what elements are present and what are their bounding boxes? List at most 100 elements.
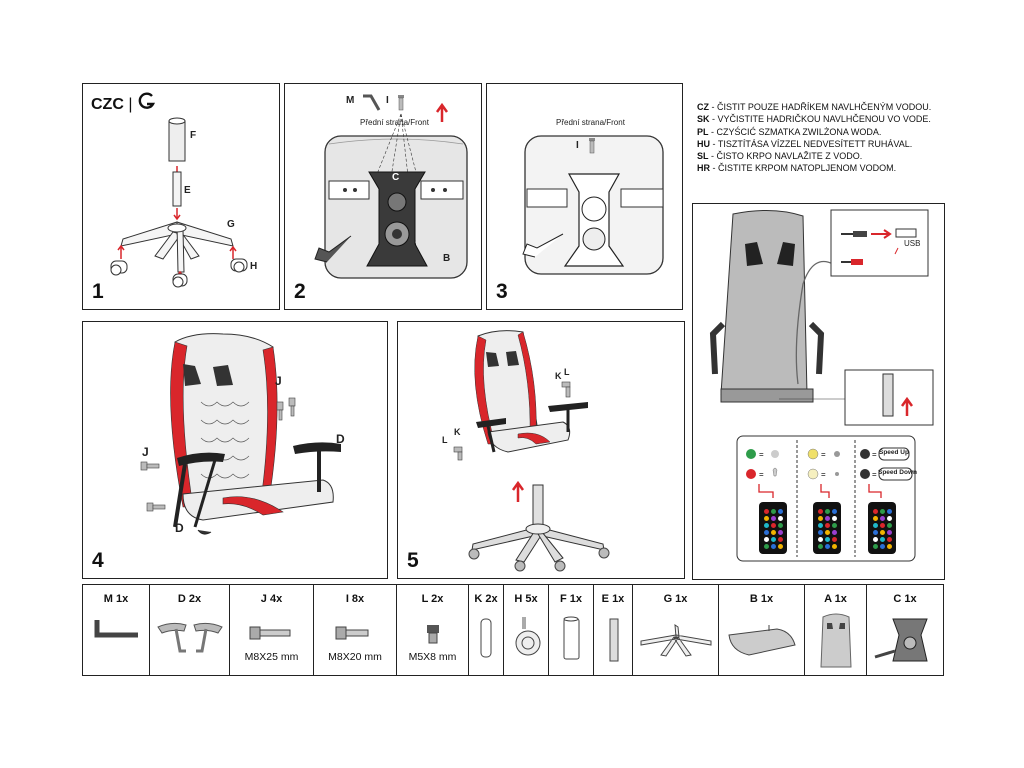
step-number: 2: [294, 280, 306, 303]
care-line: SL - ČISTO KRPO NAVLAŽITE Z VODO.: [697, 151, 863, 162]
remote-button: [887, 537, 892, 542]
remote-button: [887, 544, 892, 549]
remote-button: [818, 537, 823, 542]
remote-button: [832, 516, 837, 521]
remote-button: [832, 509, 837, 514]
remote-button: [887, 523, 892, 528]
part-j: J 4x M8X25 mm: [230, 585, 314, 675]
remote-button: [825, 530, 830, 535]
cover-icon: [480, 618, 492, 658]
label-k: K: [555, 371, 562, 381]
usb-label: USB: [904, 239, 921, 248]
remote-button: [778, 516, 783, 521]
step-4-panel: J J D D 4: [82, 321, 388, 579]
step-number: 1: [92, 280, 104, 303]
remote-button: [880, 544, 885, 549]
remote-button: [880, 537, 885, 542]
remote-button: [764, 523, 769, 528]
step-number: 3: [496, 280, 508, 303]
remote-button: [818, 544, 823, 549]
label-j: J: [275, 374, 282, 388]
label-i: I: [576, 140, 579, 151]
remote-button: [818, 523, 823, 528]
label-j: J: [142, 445, 149, 459]
remote-button: [778, 523, 783, 528]
remote-button: [832, 544, 837, 549]
remote-button: [778, 544, 783, 549]
remote-button: [764, 537, 769, 542]
speed-down-label: Speed Down: [878, 469, 918, 476]
care-line: HU - TISZTÍTÁSA VÍZZEL NEDVESÍTETT RUHÁV…: [697, 138, 913, 149]
step-5-panel: K L L K 5: [397, 321, 685, 579]
label-c: C: [392, 172, 400, 183]
label-d: D: [175, 521, 184, 535]
remote-button: [771, 544, 776, 549]
care-line: HR - ČISTITE KRPOM NATOPLJENOM VODOM.: [697, 163, 897, 174]
remote-button: [825, 516, 830, 521]
cylinder-cover-icon: [563, 616, 580, 660]
parts-list: M 1x D 2x J 4x M8X25 mm I 8x M8X20 mm L …: [82, 584, 944, 676]
armrest-install-drawing: [140, 333, 341, 535]
brand-name: CZC: [91, 96, 124, 113]
remote-button: [818, 509, 823, 514]
svg-text:=: =: [759, 450, 764, 459]
part-h: H 5x: [504, 585, 549, 675]
mechanism-mount-drawing: [314, 94, 468, 279]
remote-button: [825, 523, 830, 528]
remote-button: [873, 530, 878, 535]
remote-button: [778, 537, 783, 542]
label-m: M: [346, 95, 355, 106]
label-f: F: [190, 130, 197, 141]
remote-button: [873, 523, 878, 528]
remote-button: [825, 537, 830, 542]
bolt-icon: [335, 626, 369, 640]
svg-text:=: =: [872, 450, 877, 459]
remote-button: [887, 516, 892, 521]
step-number: 4: [92, 549, 104, 572]
label-h: H: [250, 261, 258, 272]
part-b: B 1x: [719, 585, 805, 675]
base-attach-drawing: [453, 330, 610, 572]
caster-wheel-icon: [515, 617, 541, 656]
armrest-icon: [157, 622, 223, 653]
remote-button: [880, 516, 885, 521]
part-k: K 2x: [469, 585, 504, 675]
remote-button: [880, 523, 885, 528]
remote-button: [873, 516, 878, 521]
brand-separator: |: [128, 96, 133, 113]
backrest-icon: [820, 613, 852, 668]
label-l: L: [442, 435, 448, 445]
part-m: M 1x: [83, 585, 150, 675]
remote-button: [832, 530, 837, 535]
remote-button: [887, 530, 892, 535]
seat-cushion-icon: [728, 625, 796, 656]
g-logo-icon: [138, 92, 155, 109]
remote-button: [873, 544, 878, 549]
star-base-icon: [640, 624, 712, 657]
remote-button: [771, 530, 776, 535]
mechanism-attached-drawing: [522, 135, 664, 275]
remote-button: [873, 537, 878, 542]
remote-button: [825, 509, 830, 514]
remote-button: [887, 509, 892, 514]
part-i: I 8x M8X20 mm: [314, 585, 397, 675]
label-d: D: [336, 432, 345, 446]
care-line: PL - CZYŚCIĆ SZMATKA ZWILŻONA WODA.: [697, 126, 882, 137]
screw-icon: [427, 625, 439, 644]
step-3-panel: Přední strana/Front I 3: [486, 83, 683, 310]
svg-text:=: =: [821, 470, 826, 479]
remote-button: [832, 537, 837, 542]
remote-button: [825, 544, 830, 549]
care-line: SK - VYČISTITE HADRIČKOU NAVLHČENOU VO V…: [697, 114, 931, 125]
label-e: E: [184, 185, 191, 196]
part-a: A 1x: [805, 585, 867, 675]
remote-button: [778, 509, 783, 514]
hex-key-icon: [94, 620, 138, 638]
remote-button: [818, 516, 823, 521]
remote-button: [880, 530, 885, 535]
remote-button: [764, 509, 769, 514]
part-c: C 1x: [867, 585, 943, 675]
led-remote-panel: = = = = = = USB Speed Up Speed Down: [692, 203, 945, 580]
step-1-panel: CZC | F E G H 1: [82, 83, 280, 310]
step-2-panel: M I Přední strana/Front C B 2: [284, 83, 482, 310]
